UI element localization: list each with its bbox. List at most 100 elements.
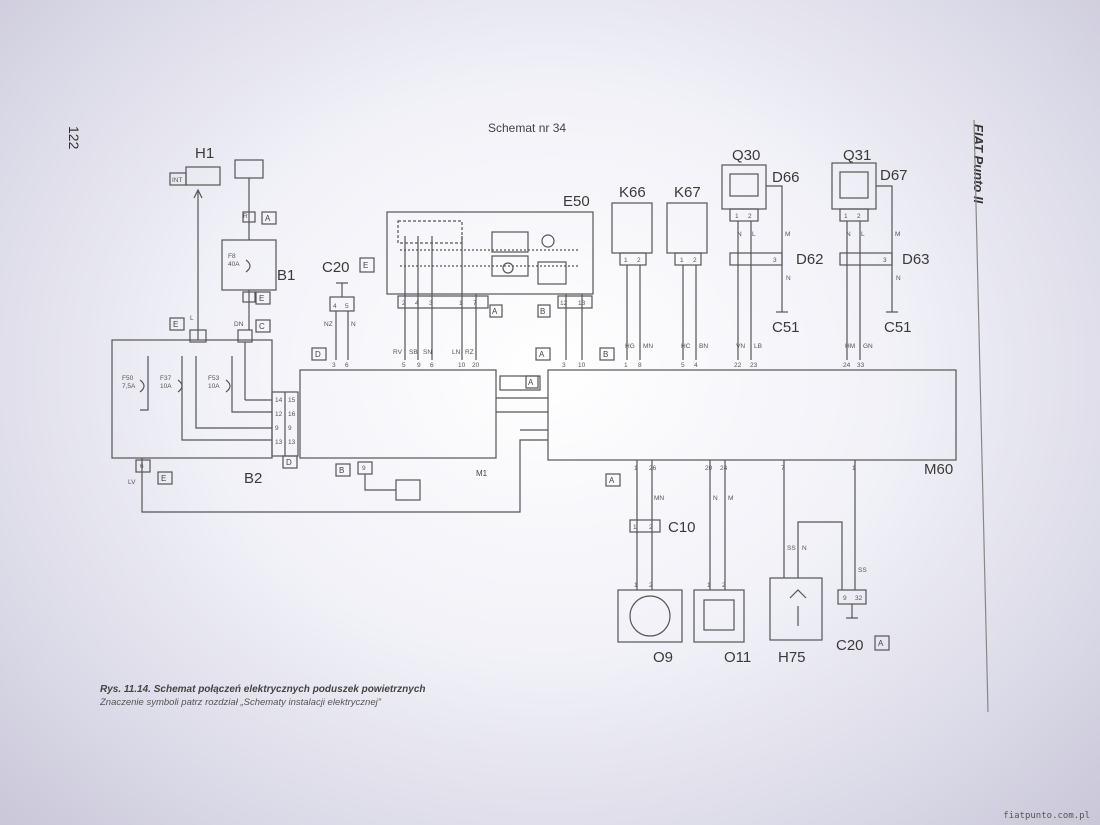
pin-k66-2: 2 [637,257,641,264]
wire-SS: SS [787,545,796,552]
wire-MN-o9: MN [654,495,664,502]
pin-b2-15: 15 [288,397,296,404]
label-H1: H1 [195,145,214,162]
fuse-F53-rating: 10A [208,383,220,390]
fuse-F37-rating: 10A [160,383,172,390]
connector-B-m60: B [603,350,608,359]
pin-e50-3: 3 [429,300,433,307]
pin-m60-1: 1 [624,362,628,369]
pin-m1-9b: 9 [362,465,366,472]
label-H75: H75 [778,649,806,666]
wire-INT: INT [172,177,183,184]
fuse-F37: F37 [160,375,172,382]
pin-k67-2: 2 [693,257,697,264]
wire-N-q31: N [846,231,851,238]
label-B2: B2 [244,470,262,487]
connector-A-o9: A [609,476,615,485]
wire-M-q30: M [785,231,790,238]
fuse-F8: F8 [228,253,236,260]
wire-BN: BN [699,343,708,350]
wire-NZ: NZ [324,321,333,328]
label-D66: D66 [772,169,800,186]
label-B1: B1 [277,267,295,284]
label-Q31: Q31 [843,147,871,164]
wire-SB: SB [409,349,418,356]
wire-N-o11: N [713,495,718,502]
figure-caption: Rys. 11.14. Schemat połączeń elektryczny… [100,684,426,695]
fuse-F8-rating: 40A [228,261,240,268]
connector-D-b2: D [286,458,292,467]
label-Q30: Q30 [732,147,760,164]
wire-HM: HM [845,343,855,350]
pin-b2-12: 12 [275,411,283,418]
label-C10: C10 [668,519,696,536]
watermark: fiatpunto.com.pl [1003,811,1090,821]
label-K67: K67 [674,184,701,201]
pin-e50-1: 1 [459,300,463,307]
connector-E-c20: E [363,261,368,270]
label-M1: M1 [476,469,488,478]
pin-b2-14: 14 [275,397,283,404]
wire-L-q30: L [752,231,756,238]
wire-LN: LN [452,349,461,356]
label-C51-left: C51 [772,319,800,336]
pin-m60-1b: 1 [852,465,856,472]
pin-m1-6: 6 [345,362,349,369]
wire-M-q31: M [895,231,900,238]
sheet-title: Schemat nr 34 [488,121,567,135]
pin-m60-33: 33 [857,362,865,369]
wire-N-c20: N [351,321,356,328]
connector-B-m1: B [339,466,344,475]
fuse-F50: F50 [122,375,134,382]
pin-m60-22: 22 [734,362,742,369]
pin-o9-2: 2 [649,582,653,589]
pin-m60-4: 4 [694,362,698,369]
connector-A-b1: A [265,214,271,223]
label-C20-bottom: C20 [836,637,864,654]
pin-q30-1: 1 [735,213,739,220]
pin-m1-3: 3 [332,362,336,369]
pin-c20-9: 9 [843,595,847,602]
pin-e50-2: 2 [402,300,406,307]
pin-m60-3: 3 [562,362,566,369]
wire-RZ: RZ [465,349,474,356]
wire-DN: DN [234,321,244,328]
pin-k66-1: 1 [624,257,628,264]
wire-VN: VN [736,343,745,350]
pin-b2-13b: 13 [288,439,296,446]
pin-q31-1: 1 [844,213,848,220]
connector-C-b2: C [259,322,265,331]
wire-HC: HC [681,343,691,350]
pin-k67-1: 1 [680,257,684,264]
pin-c10-2: 2 [649,524,653,531]
connector-D: D [315,350,321,359]
connector-A-e50: A [492,307,498,316]
wire-SS-c20: SS [858,567,867,574]
pin-m1-9: 9 [417,362,421,369]
label-D62: D62 [796,251,824,268]
connector-B-e50: B [540,307,545,316]
pin-m60-24b: 24 [720,465,728,472]
wire-LB: LB [754,343,762,350]
pin-d62-3: 3 [773,257,777,264]
wire-N-d63: N [896,275,901,282]
label-D67: D67 [880,167,908,184]
connector-A-m60: A [539,350,545,359]
connector-E-b2: E [173,320,178,329]
pin-c20-32: 32 [855,595,863,602]
pin-m1-20: 20 [472,362,480,369]
wire-RV: RV [393,349,403,356]
pin-b2-9b: 9 [288,425,292,432]
label-O9: O9 [653,649,673,666]
pin-m60-23: 23 [750,362,758,369]
pin-d63-3: 3 [883,257,887,264]
pin-q31-2: 2 [857,213,861,220]
pin-o11-2: 2 [722,582,726,589]
pin-m60-10: 10 [578,362,586,369]
pin-c10-1: 1 [633,524,637,531]
pin-e50-4: 4 [415,300,419,307]
pin-b2-13: 13 [275,439,283,446]
wire-HG: HG [625,343,635,350]
figure-note: Znaczenie symboli patrz rozdział „Schema… [100,697,381,708]
